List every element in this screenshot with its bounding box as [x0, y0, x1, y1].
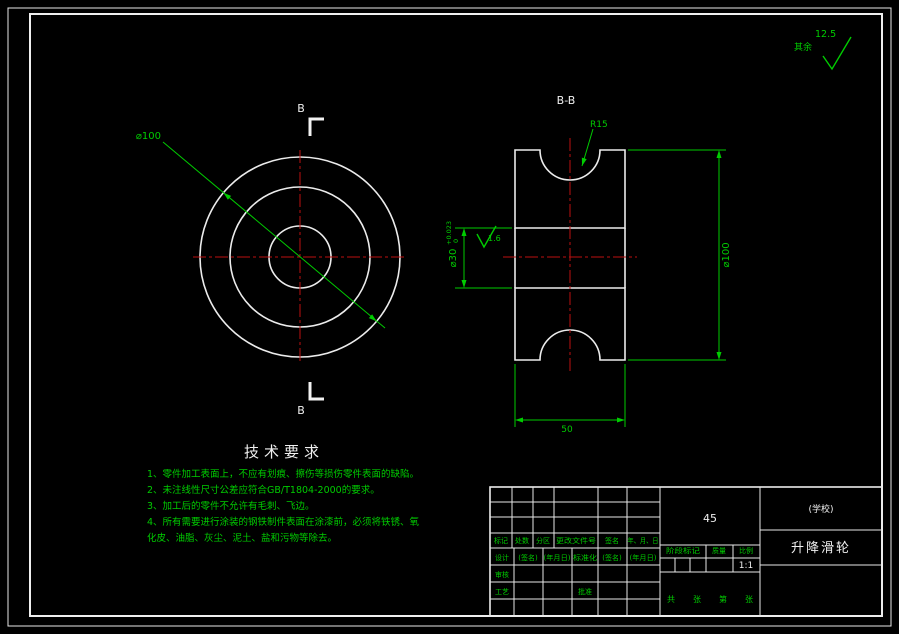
- title-block: 标记 处数 分区 更改文件号 签名 年、月、日 设计 (签名) (年月日) 标准…: [489, 486, 883, 617]
- title-block-grid: [490, 487, 882, 616]
- bore-tol-upper: +0.023: [445, 221, 453, 245]
- section-cut-mark-top: [308, 117, 324, 136]
- bore-dim-nominal: ⌀30: [448, 249, 459, 268]
- org-name: (学校): [808, 503, 833, 515]
- dim-arrow: [515, 417, 523, 423]
- bore-dim-lines: [455, 227, 512, 289]
- bore-tol-lower: 0: [452, 239, 460, 243]
- sheet-count-label: 共 张 第 张: [667, 594, 753, 604]
- roughness-note: 12.5 其余: [794, 29, 852, 71]
- title-block-border: [489, 486, 883, 617]
- roughness-value: 12.5: [815, 29, 836, 40]
- rev-header-cell: 签名: [605, 536, 619, 545]
- finish-value: 1.6: [488, 234, 501, 243]
- tech-line: 4、所有需要进行涂装的钢铁制件表面在涂漆前，必须将铁锈、氧: [147, 516, 420, 528]
- finish-symbol-icon: [476, 225, 497, 249]
- check-label: 审核: [495, 570, 509, 579]
- material-value: 45: [703, 512, 717, 525]
- scale-value: 1:1: [739, 561, 753, 571]
- dim-arrow: [716, 150, 722, 158]
- section-letter-top: B: [297, 102, 305, 115]
- date-placeholder: (年月日): [630, 553, 657, 562]
- groove-radius-label: R15: [590, 120, 608, 130]
- tech-title: 技术要求: [244, 443, 324, 461]
- approve-label: 批准: [578, 587, 592, 596]
- tech-line: 3、加工后的零件不允许有毛刺、飞边。: [147, 500, 315, 512]
- width-dim-lines: [514, 364, 626, 427]
- sign-placeholder: (签名): [602, 553, 622, 562]
- sign-placeholder: (签名): [518, 553, 538, 562]
- dim-arrow: [716, 352, 722, 360]
- front-diameter-label: ⌀100: [136, 131, 161, 142]
- scale-label: 比例: [739, 546, 753, 555]
- rev-header-cell: 更改文件号: [556, 536, 596, 545]
- section-letter-bottom: B: [297, 404, 305, 417]
- tech-line: 2、未注线性尺寸公差应符合GB/T1804-2000的要求。: [147, 484, 380, 496]
- design-label: 设计: [495, 553, 509, 562]
- section-view: B-B R15 ⌀30 +0.023 0 1.6 ⌀100 50: [445, 94, 732, 435]
- stage-label: 阶段标记: [666, 546, 700, 555]
- section-view-label: B-B: [557, 94, 576, 107]
- rev-header-cell: 标记: [494, 536, 508, 545]
- diameter-dim-line: [162, 141, 386, 329]
- outer-dia-label: ⌀100: [721, 242, 732, 267]
- section-centerlines: [503, 138, 637, 372]
- roughness-symbol-icon: [822, 36, 852, 71]
- section-cut-mark-bottom: [308, 382, 324, 401]
- width-dim-label: 50: [561, 425, 573, 435]
- standard-label: 标准化: [573, 553, 597, 562]
- front-view: ⌀100 B B: [136, 102, 407, 417]
- rev-header-cell: 年、月、日: [628, 536, 659, 545]
- hatched-area-top: [514, 149, 626, 229]
- tech-line: 化皮、油脂、灰尘、泥土、盐和污物等除去。: [147, 532, 337, 544]
- bore-dim-text: ⌀30 +0.023 0: [445, 221, 460, 267]
- dim-arrow: [581, 157, 587, 166]
- mass-label: 质量: [712, 546, 726, 555]
- inner-border: [29, 13, 883, 617]
- roughness-rest-label: 其余: [794, 41, 812, 53]
- dim-arrow: [368, 314, 377, 322]
- outer-dia-dim-lines: [628, 149, 726, 361]
- outer-border: [7, 7, 892, 627]
- bore-side-edges: [514, 228, 626, 288]
- rev-header-cell: 处数: [515, 536, 529, 545]
- rev-header-cell: 分区: [536, 536, 550, 545]
- hatched-area-bottom: [514, 287, 626, 361]
- tech-line: 1、零件加工表面上，不应有划痕、擦伤等损伤零件表面的缺陷。: [147, 468, 419, 480]
- sheet-frame: [7, 7, 892, 627]
- part-name: 升降滑轮: [791, 541, 851, 556]
- tech-requirements: 技术要求 1、零件加工表面上，不应有划痕、擦伤等损伤零件表面的缺陷。 2、未注线…: [147, 443, 420, 544]
- outer-dia-text: ⌀100: [721, 242, 732, 267]
- dim-arrow: [461, 228, 467, 236]
- date-placeholder: (年月日): [544, 553, 571, 562]
- dim-arrow: [223, 192, 232, 200]
- process-label: 工艺: [495, 588, 509, 596]
- dim-arrow: [617, 417, 625, 423]
- dim-arrow: [461, 280, 467, 288]
